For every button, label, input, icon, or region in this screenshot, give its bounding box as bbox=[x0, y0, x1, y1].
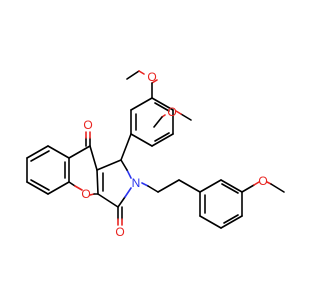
atom-label-o5: O bbox=[115, 225, 124, 239]
bond-aryl-c1 bbox=[120, 133, 132, 161]
bond-ring2-e bbox=[220, 179, 243, 193]
atom-oxygen-ring: O bbox=[81, 187, 90, 201]
bond-ring1-double-2 bbox=[154, 132, 170, 142]
bond-benzo-e bbox=[47, 181, 70, 195]
atom-labels: O O O N O O O bbox=[81, 70, 267, 239]
bond-methyl-o1 bbox=[126, 70, 140, 80]
bond-c3a-c3 bbox=[97, 193, 119, 208]
atom-label-o4: O bbox=[81, 187, 90, 201]
bond-ring1-d bbox=[151, 133, 174, 147]
bond-ring2-b bbox=[199, 215, 222, 229]
atom-oxygen-methoxy-top: O bbox=[147, 70, 156, 84]
bond-c9-c8a bbox=[68, 145, 91, 159]
bond-o1-ring bbox=[151, 79, 158, 84]
bond-c3-n-blue bbox=[124, 187, 132, 198]
bond-n-ch2-blue bbox=[141, 182, 149, 187]
bond-ch2-ch2 bbox=[157, 179, 180, 193]
molecule-diagram: O O O N O O O bbox=[26, 70, 285, 239]
bond-ring1-f bbox=[151, 97, 174, 111]
bond-n-c1-blue bbox=[126, 169, 132, 179]
atom-label-o2: O bbox=[167, 105, 176, 119]
atom-oxygen-ketone: O bbox=[83, 118, 92, 132]
bond-o2-ring-black bbox=[153, 116, 163, 128]
bond-ring2-double-2 bbox=[223, 214, 239, 224]
atom-label-n: N bbox=[132, 176, 141, 190]
bond-c9a-c3a bbox=[96, 169, 99, 195]
bond-c4a-o-black bbox=[68, 181, 76, 187]
bond-n-ch2 bbox=[147, 185, 159, 193]
atom-label-o1: O bbox=[147, 70, 156, 84]
atom-nitrogen: N bbox=[132, 176, 141, 190]
bond-o-methyl-black bbox=[270, 183, 285, 193]
bond-methyl-o1-red bbox=[138, 70, 145, 75]
bond-ring2-f bbox=[199, 179, 222, 193]
bond-methyl-o2 bbox=[180, 113, 192, 121]
bond-ring1-c bbox=[130, 133, 153, 147]
atom-oxygen-methoxy-meta: O bbox=[167, 105, 176, 119]
bond-c9a-c9 bbox=[89, 145, 98, 171]
bond-benzo-double-1 bbox=[30, 150, 50, 162]
bond-c4a-o-red bbox=[74, 185, 83, 191]
bond-ring1-a bbox=[130, 97, 153, 111]
bond-ring2-c bbox=[220, 215, 243, 229]
bond-ring2-double-3 bbox=[221, 183, 239, 194]
bond-c1-c9a bbox=[96, 159, 122, 171]
atom-label-o6: O bbox=[258, 174, 267, 188]
atom-oxygen-lactam: O bbox=[115, 225, 124, 239]
bond-ch2-aryl bbox=[178, 179, 201, 193]
bond-benzo-b bbox=[26, 145, 49, 159]
atom-label-o3: O bbox=[83, 118, 92, 132]
bond-c3-n bbox=[117, 196, 126, 208]
bond-benzo-double-2 bbox=[30, 179, 50, 191]
atom-oxygen-methoxy-para: O bbox=[258, 174, 267, 188]
bond-benzo-d bbox=[26, 181, 49, 195]
bonds bbox=[26, 70, 285, 229]
bond-benzo-a bbox=[47, 145, 70, 159]
bond-ring2-o-black bbox=[241, 184, 255, 193]
bond-n-c1 bbox=[120, 159, 128, 171]
bond-methyl-o2-red bbox=[175, 110, 182, 115]
bond-ring2-o-red bbox=[253, 181, 260, 186]
bond-ring1-double-3 bbox=[154, 102, 170, 112]
